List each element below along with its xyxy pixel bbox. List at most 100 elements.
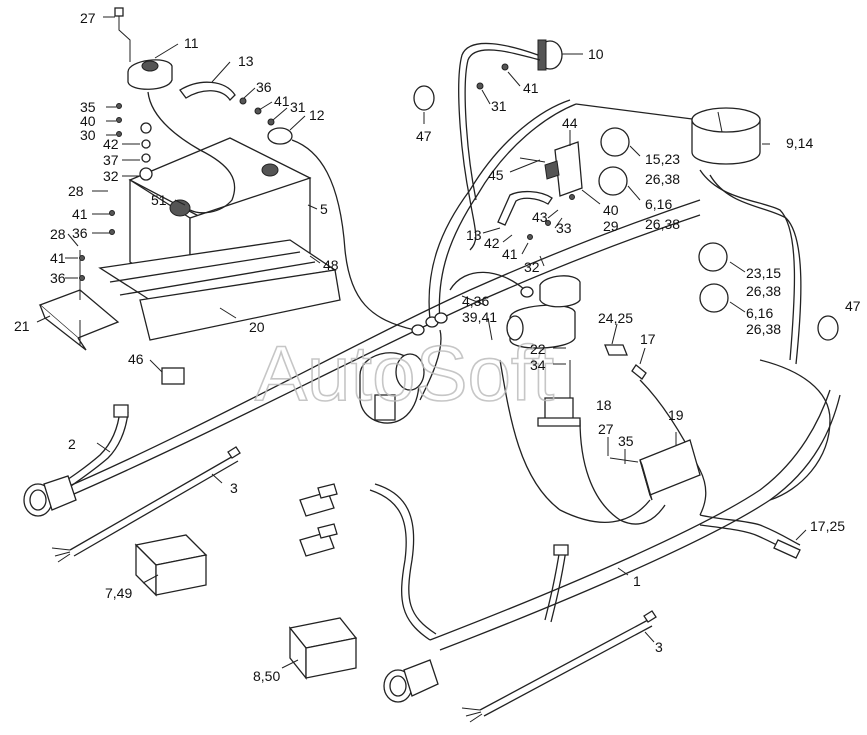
callout-13: 13: [238, 53, 254, 69]
clamp-13: [179, 81, 236, 102]
callout-40: 40: [603, 202, 619, 218]
callout-48: 48: [323, 257, 339, 273]
callout-32: 32: [103, 168, 119, 184]
callout-labels: 27 11 13 10 41 31 47 36 41 31 12 35 40 3…: [14, 10, 861, 684]
callout-7-49: 7,49: [105, 585, 132, 601]
callout-2: 2: [68, 436, 76, 452]
callout-47: 47: [416, 128, 432, 144]
callout-28: 28: [68, 183, 84, 199]
callout-40: 40: [80, 113, 96, 129]
callout-47: 47: [845, 298, 861, 314]
callout-24-25: 24,25: [598, 310, 633, 326]
battery-cable-loop: [425, 99, 701, 328]
callout-1: 1: [633, 573, 641, 589]
lamps-upper: [598, 127, 630, 196]
cable-3-right: [383, 610, 657, 723]
grommet-47b: [817, 315, 839, 341]
control-19: [609, 439, 701, 501]
lamps-right: [698, 242, 729, 313]
callout-35: 35: [80, 99, 96, 115]
callout-17: 17: [640, 331, 656, 347]
callout-26-38: 26,38: [746, 283, 781, 299]
callout-6-16: 6,16: [645, 196, 672, 212]
leader-lines: [36, 16, 807, 669]
solenoid-18: [537, 360, 581, 427]
callout-36: 36: [72, 225, 88, 241]
callout-20: 20: [249, 319, 265, 335]
callout-27: 27: [598, 421, 614, 437]
harness-2: [23, 404, 129, 517]
callout-39-41: 39,41: [462, 309, 497, 325]
callout-46: 46: [128, 351, 144, 367]
callout-3: 3: [655, 639, 663, 655]
callout-36: 36: [50, 270, 66, 286]
part-46: [161, 367, 185, 385]
beacon-9-14: [691, 107, 761, 165]
callout-21: 21: [14, 318, 30, 334]
callout-29: 29: [603, 218, 619, 234]
callout-45: 45: [488, 167, 504, 183]
callout-4-36: 4,36: [462, 293, 489, 309]
callout-26-38: 26,38: [645, 171, 680, 187]
grommet-47a: [413, 85, 435, 111]
callout-44: 44: [562, 115, 578, 131]
callout-33: 33: [556, 220, 572, 236]
callout-23-15: 23,15: [746, 265, 781, 281]
callout-43: 43: [532, 209, 548, 225]
callout-28: 28: [50, 226, 66, 242]
callout-36: 36: [256, 79, 272, 95]
callout-5: 5: [320, 201, 328, 217]
center-branch: [419, 329, 442, 401]
callout-35: 35: [618, 433, 634, 449]
callout-18: 18: [596, 397, 612, 413]
callout-19: 19: [668, 407, 684, 423]
callout-31: 31: [290, 99, 306, 115]
callout-26-38: 26,38: [746, 321, 781, 337]
battery-tray: [98, 239, 341, 341]
callout-15-23: 15,23: [645, 151, 680, 167]
center-wires: [369, 169, 831, 641]
callout-30: 30: [80, 127, 96, 143]
bracket-43: [497, 190, 553, 226]
relay-44: [519, 141, 583, 197]
watermark: AutoSoft: [255, 329, 555, 417]
callout-27: 27: [80, 10, 96, 26]
callout-13: 13: [466, 227, 482, 243]
callout-3: 3: [230, 480, 238, 496]
callout-41: 41: [274, 93, 290, 109]
callout-41: 41: [502, 246, 518, 262]
connector-24-25: [604, 344, 628, 356]
callout-22: 22: [530, 341, 546, 357]
switch-11: [114, 7, 236, 214]
sensor-17-25: [773, 539, 801, 559]
callout-9-14: 9,14: [786, 135, 813, 151]
callout-6-16: 6,16: [746, 305, 773, 321]
callout-37: 37: [103, 152, 119, 168]
sensor-17: [631, 364, 647, 380]
callout-17-25: 17,25: [810, 518, 845, 534]
callout-41: 41: [72, 206, 88, 222]
callout-26-38: 26,38: [645, 216, 680, 232]
callout-42: 42: [103, 136, 119, 152]
callout-42: 42: [484, 235, 500, 251]
callout-32: 32: [524, 259, 540, 275]
starter-group: [449, 271, 581, 349]
drive-unit: [359, 352, 425, 424]
relay-7-49: [134, 534, 208, 597]
cable-3-left: [51, 446, 241, 563]
fuses-center: [299, 483, 338, 557]
callout-41: 41: [523, 80, 539, 96]
callout-8-50: 8,50: [253, 668, 280, 684]
relay-8-50: [288, 617, 358, 680]
washers: [79, 63, 575, 281]
callout-12: 12: [309, 107, 325, 123]
cable-12: [267, 127, 425, 336]
callout-31: 31: [491, 98, 507, 114]
bracket-21: [38, 250, 120, 351]
horn-10: [458, 39, 563, 251]
callout-41: 41: [50, 250, 66, 266]
callout-34: 34: [530, 357, 546, 373]
callout-10: 10: [588, 46, 604, 62]
